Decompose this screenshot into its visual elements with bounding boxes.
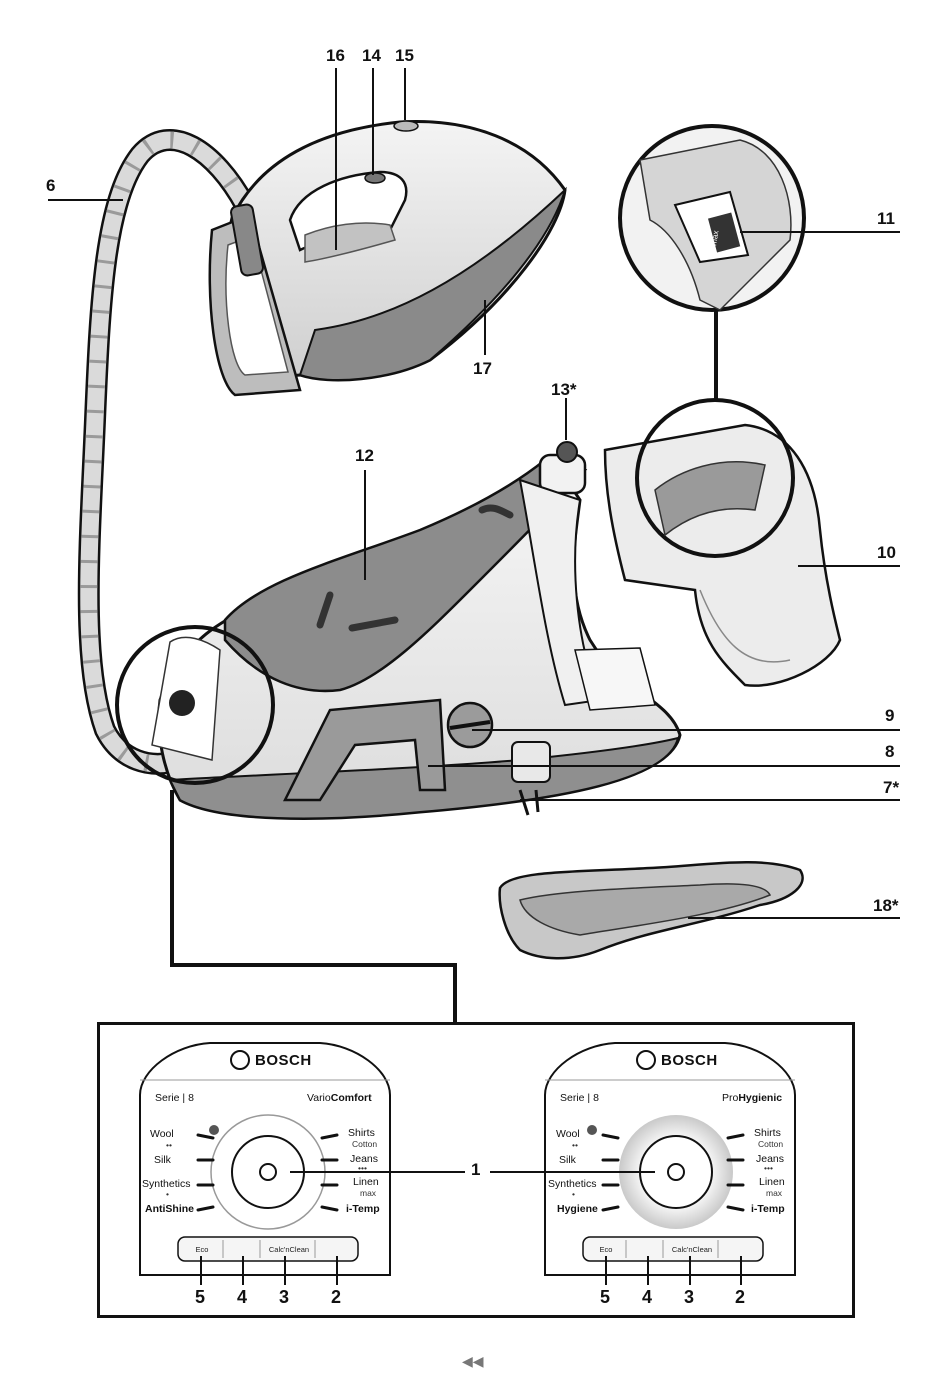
right-shirts-sub: Cotton (758, 1139, 784, 1149)
right-setting-jeans: Jeans (756, 1153, 785, 1165)
callout-14: 14 (362, 46, 381, 65)
left-num-2: 2 (331, 1287, 342, 1307)
callout-1: 1 (471, 1160, 481, 1179)
left-setting-antishine: AntiShine (145, 1203, 194, 1215)
iron (208, 120, 568, 397)
left-num-5: 5 (195, 1287, 206, 1307)
right-synth-dot: • (572, 1189, 575, 1199)
right-setting-shirts: Shirts (754, 1127, 781, 1139)
left-setting-synthetics: Synthetics (142, 1178, 191, 1190)
callout-6: 6 (46, 176, 56, 195)
callout-18: 18* (873, 896, 899, 915)
model-bold: Hygienic (738, 1092, 783, 1104)
callout-9: 9 (885, 706, 895, 725)
callout-12: 12 (355, 446, 374, 465)
right-num-3: 3 (684, 1287, 695, 1307)
left-setting-shirts: Shirts (348, 1127, 375, 1139)
right-num-5: 5 (600, 1287, 611, 1307)
left-calcnclean-button: Calc'nClean (268, 1245, 310, 1254)
model-prefix: Pro (722, 1092, 739, 1104)
left-num-4: 4 (237, 1287, 248, 1307)
callout-10: 10 (877, 543, 896, 562)
right-panel-model: ProHygienic (722, 1092, 782, 1104)
callout-15: 15 (395, 46, 414, 65)
left-eco-button: Eco (195, 1245, 209, 1254)
right-linen-sub: max (766, 1188, 783, 1198)
right-eco-button: Eco (599, 1245, 613, 1254)
right-setting-wool: Wool (556, 1128, 580, 1140)
right-setting-linen: Linen (759, 1176, 785, 1188)
page-back-marker-icon: ◀◀ (462, 1354, 484, 1370)
control-panel-detail-box (97, 1022, 855, 1318)
right-setting-hygiene: Hygiene (557, 1203, 598, 1215)
left-setting-linen: Linen (353, 1176, 379, 1188)
right-wool-dots: •• (572, 1140, 578, 1150)
left-setting-wool: Wool (150, 1128, 174, 1140)
callout-11: 11 (877, 209, 895, 228)
callout-16: 16 (326, 46, 345, 65)
base-station (115, 441, 682, 820)
left-wool-dots: •• (166, 1140, 172, 1150)
callout-8: 8 (885, 742, 895, 761)
right-num-2: 2 (735, 1287, 746, 1307)
water-tank (603, 398, 842, 687)
steam-hose (77, 129, 255, 775)
left-num-3: 3 (279, 1287, 290, 1307)
leader-lines (48, 68, 900, 919)
left-panel-model: VarioComfort (307, 1092, 372, 1104)
descaling-tray (498, 860, 804, 960)
right-calcnclean-button: Calc'nClean (671, 1245, 713, 1254)
left-synth-dot: • (166, 1189, 169, 1199)
right-setting-itemp: i-Temp (751, 1203, 785, 1215)
callout-7: 7* (883, 778, 900, 797)
right-panel-brand: BOSCH (661, 1052, 718, 1069)
tank-detail-magnifier: max (618, 124, 806, 400)
left-setting-silk: Silk (154, 1154, 171, 1166)
right-num-4: 4 (642, 1287, 653, 1307)
callout-17: 17 (473, 359, 492, 378)
left-panel-brand: BOSCH (255, 1052, 312, 1069)
model-prefix: Vario (307, 1092, 331, 1104)
left-panel-series: Serie | 8 (155, 1092, 194, 1104)
left-setting-itemp: i-Temp (346, 1203, 380, 1215)
right-panel-series: Serie | 8 (560, 1092, 599, 1104)
right-jeans-sub: ••• (764, 1163, 773, 1173)
left-setting-jeans: Jeans (350, 1153, 379, 1165)
panel-connector-line (170, 790, 457, 1022)
left-linen-sub: max (360, 1188, 377, 1198)
model-bold: Comfort (330, 1092, 372, 1104)
right-setting-synthetics: Synthetics (548, 1178, 597, 1190)
left-jeans-sub: ••• (358, 1163, 367, 1173)
left-shirts-sub: Cotton (352, 1139, 378, 1149)
right-setting-silk: Silk (559, 1154, 576, 1166)
callout-13: 13* (551, 380, 577, 399)
tank-max-mark: max (709, 230, 720, 246)
